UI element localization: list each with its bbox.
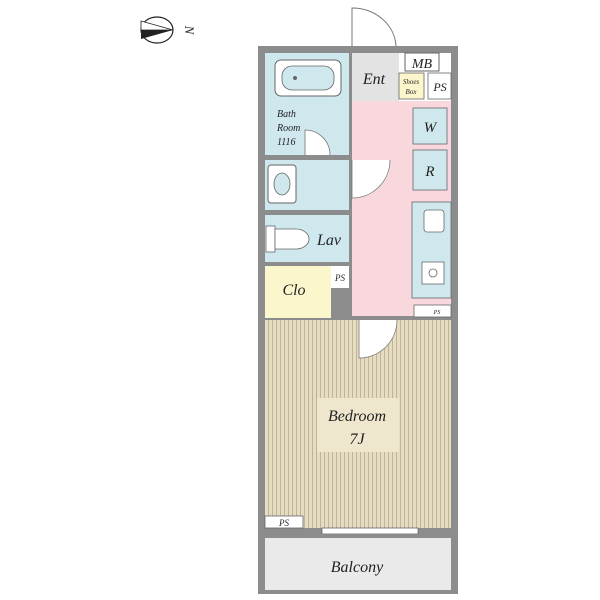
wash-door-swing [351, 159, 391, 199]
balcony-label: Balcony [331, 559, 384, 576]
kitchen-ps-label: PS [433, 310, 441, 316]
meter-box-label: MB [411, 57, 433, 72]
entrance-door-swing [351, 7, 397, 47]
bath-label-3: 1116 [277, 137, 296, 148]
bedroom-label: Bedroom [328, 408, 386, 425]
bath-door-swing [304, 129, 331, 156]
wash-basin-icon [267, 164, 297, 204]
toilet-icon [265, 225, 310, 253]
shoes-box [398, 72, 425, 100]
closet [265, 266, 331, 318]
bedroom-ps-label: PS [278, 518, 289, 528]
kitchen-ps [413, 304, 452, 318]
bathtub-icon [274, 59, 342, 97]
entrance-label: Ent [362, 71, 386, 88]
balcony [265, 538, 451, 590]
washer-space [412, 107, 448, 145]
compass-north-label: N [182, 25, 197, 36]
lavatory-label: Lav [316, 232, 342, 249]
entrance-ps [427, 72, 452, 100]
sink-icon [423, 209, 445, 233]
meter-box [404, 52, 440, 72]
shoes-box-label-1: Shoes [403, 78, 420, 86]
closet-ps [331, 266, 349, 288]
bedroom-ps [264, 515, 304, 529]
closet-ps-label: PS [334, 273, 345, 283]
stove-icon [421, 261, 445, 285]
compass: N [140, 16, 197, 44]
washer-label: W [424, 120, 438, 136]
fridge-label: R [424, 164, 434, 180]
entrance-ps-label: PS [432, 80, 446, 94]
bedroom-door-swing [358, 319, 398, 359]
bath-label-1: Bath [277, 109, 296, 120]
fridge-space [412, 149, 448, 191]
entrance [352, 53, 399, 101]
closet-label: Clo [282, 282, 305, 299]
bedroom-label-panel [317, 398, 399, 452]
balcony-window [321, 527, 419, 535]
bath-label-2: Room [276, 123, 300, 134]
bedroom-size-label: 7J [349, 431, 365, 448]
shoes-box-label-2: Box [406, 88, 418, 96]
